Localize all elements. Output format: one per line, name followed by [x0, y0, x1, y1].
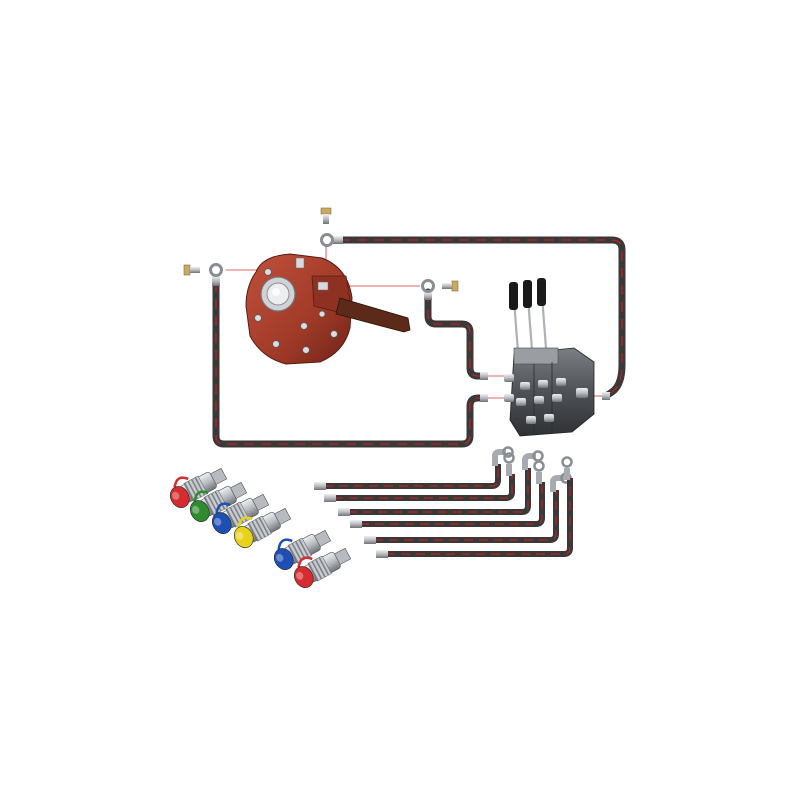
quick-coupler-green — [189, 481, 248, 522]
coupler-cap-red — [293, 566, 314, 588]
pressure-hose — [212, 278, 488, 448]
banjo-bolts — [183, 207, 459, 292]
hose-end-fitting — [350, 520, 362, 528]
hose-eye-ring — [533, 460, 545, 472]
valve-levers — [509, 278, 548, 353]
banjo-bolt-top — [320, 207, 332, 224]
hose-eye-ring — [502, 446, 514, 458]
banjo-bolt-left — [183, 264, 200, 276]
eye-fitting-top — [320, 233, 343, 247]
hose-elbow-fitting — [550, 475, 564, 492]
banjo-bolt-right — [442, 280, 459, 292]
hose-end-fitting — [376, 550, 388, 558]
lever-3 — [537, 278, 548, 349]
quick-coupler-red — [293, 547, 352, 588]
control-valve-icon — [504, 278, 595, 437]
coupler-cap-yellow — [233, 526, 254, 548]
lever-2 — [523, 280, 534, 351]
long-hoses — [212, 236, 626, 448]
eye-fitting-left — [209, 263, 223, 286]
valve-hose-fittings — [480, 372, 610, 402]
hose-eye-fittings — [209, 233, 435, 300]
hose-elbow-fitting — [492, 449, 506, 466]
work-hose — [314, 446, 514, 490]
return-hose — [336, 236, 626, 400]
quick-coupler-blue — [211, 493, 270, 534]
hose-eye-ring — [561, 456, 573, 468]
coupler-cap-green — [189, 500, 210, 522]
quick-coupler-yellow — [233, 507, 292, 548]
quick-couplers — [169, 467, 352, 588]
lever-1 — [509, 282, 520, 353]
hose-eye-ring — [503, 452, 515, 464]
coupler-cap-blue — [211, 512, 232, 534]
quick-coupler-red — [169, 467, 228, 508]
hose-end-fitting — [338, 508, 350, 516]
coupler-cap-red — [169, 486, 190, 508]
valve-ports — [504, 374, 588, 424]
pto-pump-icon — [245, 253, 411, 365]
hose-end-fitting — [324, 494, 336, 502]
work-hose — [350, 460, 545, 528]
hose-end-fitting — [314, 482, 326, 490]
coupler-cap-blue — [273, 548, 294, 570]
hose-end-fitting — [364, 536, 376, 544]
work-hose — [324, 452, 515, 502]
feed-hose — [424, 288, 488, 380]
eye-fitting-right — [421, 279, 435, 300]
hose-elbow-fitting — [522, 453, 536, 470]
work-hoses — [314, 446, 573, 558]
work-hose — [376, 456, 573, 558]
pump-bolts — [254, 258, 338, 354]
